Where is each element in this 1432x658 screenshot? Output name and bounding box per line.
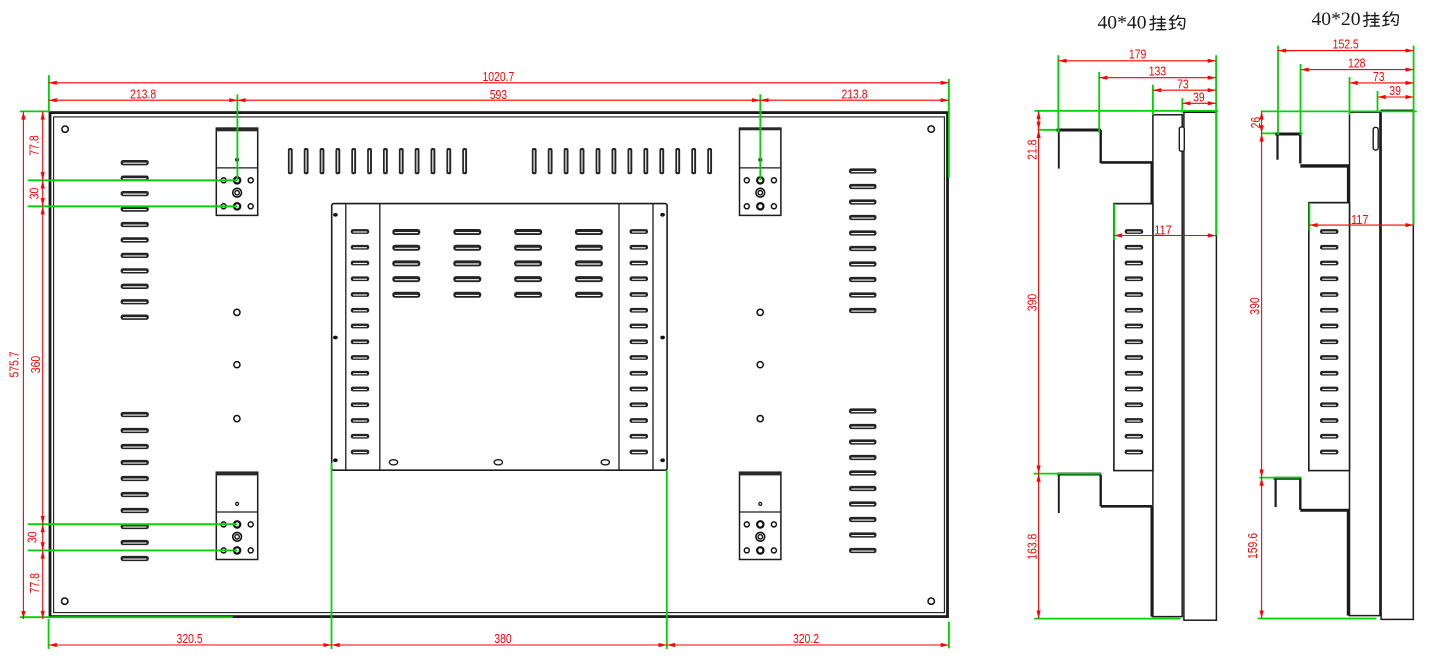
- svg-text:117: 117: [1351, 212, 1368, 227]
- svg-text:213.8: 213.8: [841, 87, 867, 102]
- svg-text:39: 39: [1193, 89, 1205, 104]
- svg-text:77.8: 77.8: [26, 135, 41, 155]
- svg-text:39: 39: [1389, 83, 1401, 98]
- svg-text:128: 128: [1348, 55, 1365, 70]
- svg-text:159.6: 159.6: [1245, 533, 1260, 559]
- svg-text:1020.7: 1020.7: [482, 69, 514, 84]
- svg-text:390: 390: [1247, 297, 1262, 314]
- svg-text:21.8: 21.8: [1025, 140, 1040, 160]
- svg-text:40*20: 40*20: [1312, 9, 1361, 30]
- svg-text:133: 133: [1149, 63, 1166, 78]
- svg-text:73: 73: [1177, 77, 1189, 92]
- svg-text:77.8: 77.8: [27, 573, 42, 593]
- svg-text:380: 380: [494, 631, 511, 646]
- svg-text:575.7: 575.7: [7, 351, 22, 377]
- svg-text:320.2: 320.2: [793, 631, 819, 646]
- svg-text:73: 73: [1373, 69, 1385, 84]
- svg-text:320.5: 320.5: [177, 631, 203, 646]
- svg-text:152.5: 152.5: [1333, 36, 1359, 51]
- svg-text:40*40: 40*40: [1098, 12, 1147, 33]
- svg-text:390: 390: [1024, 294, 1039, 311]
- svg-text:30: 30: [26, 188, 41, 200]
- svg-text:30: 30: [24, 531, 39, 543]
- svg-text:163.8: 163.8: [1025, 534, 1040, 560]
- svg-text:117: 117: [1154, 222, 1171, 237]
- svg-text:593: 593: [490, 87, 507, 102]
- svg-text:360: 360: [28, 356, 43, 373]
- svg-text:179: 179: [1129, 47, 1146, 62]
- svg-text:26: 26: [1248, 117, 1263, 129]
- svg-text:213.8: 213.8: [130, 87, 156, 102]
